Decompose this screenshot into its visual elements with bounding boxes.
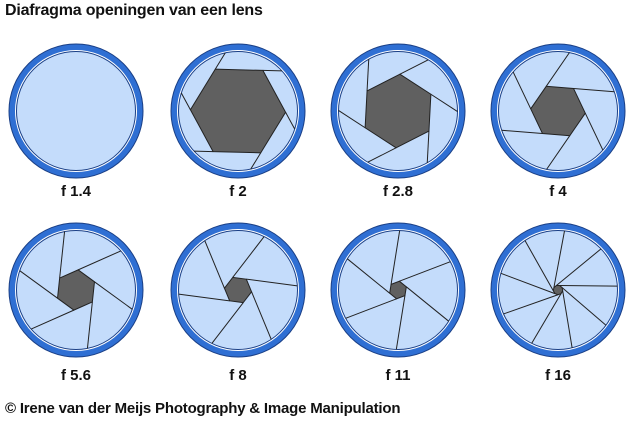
blade-edge: [584, 112, 604, 151]
blade-edge: [390, 230, 401, 285]
lens-ring: [171, 44, 305, 178]
lens-ring-edge: [330, 222, 466, 358]
lens-ring: [331, 44, 465, 178]
aperture-opening: [552, 285, 564, 296]
lens-ring: [331, 223, 465, 357]
lens-ring-edge: [490, 222, 626, 358]
blade-edge: [211, 302, 244, 344]
blade-edge: [531, 293, 562, 344]
blade-edge: [556, 248, 602, 286]
blade-edge: [345, 298, 397, 319]
blade-edge: [500, 272, 556, 295]
lens-ring-edge: [8, 43, 144, 179]
lens-ring: [9, 223, 143, 357]
blade-edge: [250, 152, 262, 170]
blade-edge: [553, 230, 565, 288]
lens-ring: [491, 44, 625, 178]
aperture-label: f 4: [549, 183, 567, 200]
blade-edge: [59, 231, 66, 279]
aperture-item: f 4: [490, 43, 626, 200]
aperture-item: f 5.6: [8, 222, 144, 384]
blade-edge: [94, 281, 133, 310]
aperture-label: f 16: [545, 367, 571, 384]
lens-ring-edge: [170, 222, 306, 358]
blade-edge: [347, 258, 390, 294]
blade-edge: [562, 290, 573, 348]
lens-ring: [491, 223, 625, 357]
aperture-item: f 2.8: [330, 43, 466, 200]
lens-ring-edge: [8, 222, 144, 358]
blade-edge: [262, 69, 282, 72]
aperture-label: f 5.6: [61, 367, 91, 384]
blade-edge: [19, 270, 58, 299]
blade-edge: [232, 236, 265, 278]
blade-edge: [561, 287, 607, 326]
lens-ring: [9, 44, 143, 178]
blade-edge: [426, 131, 430, 163]
blade-edge: [395, 295, 406, 350]
aperture-item: f 11: [330, 222, 466, 384]
blade-edge: [545, 52, 570, 87]
blade-edge: [430, 93, 458, 112]
blade-edge: [86, 301, 93, 349]
blade-edge: [246, 278, 298, 287]
aperture-item: f 2: [170, 43, 306, 200]
blade-edge: [399, 59, 429, 75]
blade-edge: [251, 291, 272, 340]
blade-edge: [366, 59, 370, 91]
aperture-label: f 2: [229, 183, 247, 200]
copyright-credit: © Irene van der Meijs Photography & Imag…: [5, 400, 401, 417]
aperture-label: f 8: [229, 367, 247, 384]
blade-edge: [512, 71, 532, 110]
aperture-item: f 8: [170, 222, 306, 384]
lens-ring: [171, 223, 305, 357]
blade-edge: [77, 250, 122, 271]
lens-ring-edge: [490, 43, 626, 179]
blade-edge: [406, 286, 449, 322]
blade-edge: [524, 240, 554, 292]
blade-edge: [573, 87, 615, 93]
blade-edge: [367, 147, 397, 163]
blade-edge: [338, 110, 366, 129]
aperture-label: f 2.8: [383, 183, 413, 200]
blade-edge: [180, 92, 191, 110]
blade-edge: [399, 261, 451, 282]
aperture-item: f 16: [490, 222, 626, 384]
lens-ring-edge: [330, 43, 466, 179]
blade-edge: [503, 294, 559, 315]
blade-edge: [546, 135, 571, 170]
blade-edge: [30, 309, 75, 330]
diagram-title: Diafragma openingen van een lens: [5, 2, 263, 19]
aperture-item: f 1.4: [8, 43, 144, 200]
blade-edge: [214, 52, 226, 70]
blade-edge: [194, 150, 214, 153]
lens-disc: [16, 51, 136, 171]
blade-edge: [285, 112, 296, 130]
aperture-label: f 11: [385, 367, 410, 384]
blade-edge: [178, 293, 230, 302]
blade-edge: [204, 240, 225, 289]
blade-edge: [559, 285, 618, 287]
blade-edge: [501, 129, 543, 135]
lens-ring-edge: [170, 43, 306, 179]
aperture-label: f 1.4: [61, 183, 92, 200]
